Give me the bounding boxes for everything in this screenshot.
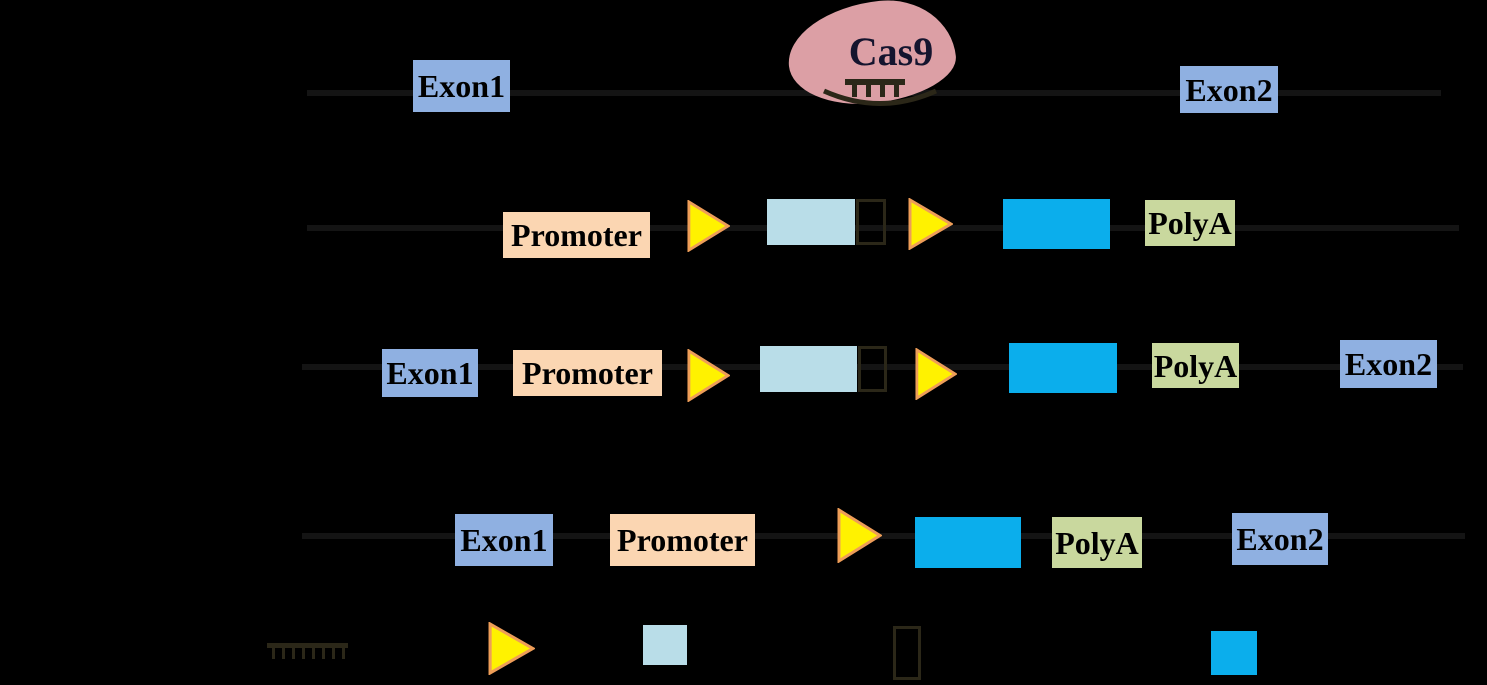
exon2-box-row3: Exon2	[1340, 340, 1437, 388]
cdna-box-row3	[1009, 343, 1117, 393]
cdna-box-row4	[915, 517, 1021, 568]
exon1-box-row1: Exon1	[413, 60, 510, 112]
polya-label: PolyA	[1055, 524, 1139, 561]
exon1-box-row4: Exon1	[455, 514, 553, 566]
cassette-box-row3	[760, 346, 857, 392]
promoter-label: Promoter	[617, 522, 748, 558]
promoter-box-row3: Promoter	[513, 350, 662, 396]
dna-line-row3	[302, 364, 1463, 370]
cassette-box-row2	[767, 199, 855, 245]
cdna-box-icon	[1211, 631, 1257, 675]
exon1-label: Exon1	[386, 355, 474, 391]
polya-label: PolyA	[1148, 205, 1232, 241]
loxp-triangle-icon	[908, 198, 953, 250]
polya-label: PolyA	[1153, 347, 1238, 384]
polya-box-row2: PolyA	[1145, 200, 1235, 246]
sgrna-comb-icon	[845, 79, 905, 98]
stop-box-icon	[893, 626, 921, 680]
exon1-label: Exon1	[417, 68, 506, 104]
sgrna-comb-icon	[267, 643, 348, 660]
loxp-triangle-icon	[915, 348, 957, 400]
exon2-box-row4: Exon2	[1232, 513, 1328, 565]
promoter-label: Promoter	[511, 217, 642, 253]
stop-box-row2	[856, 199, 886, 245]
loxp-triangle-icon	[488, 622, 535, 675]
exon1-box-row3: Exon1	[382, 349, 478, 397]
exon2-label: Exon2	[1344, 346, 1433, 382]
exon1-label: Exon1	[460, 522, 548, 558]
cas9-label: Cas9	[848, 28, 934, 74]
loxp-triangle-icon	[837, 508, 882, 563]
polya-box-row4: PolyA	[1052, 517, 1142, 568]
dna-bend-arc	[822, 88, 938, 112]
loxp-triangle-icon	[687, 349, 730, 402]
exon2-label: Exon2	[1185, 71, 1273, 108]
promoter-box-row4: Promoter	[610, 514, 755, 566]
polya-box-row3: PolyA	[1152, 343, 1239, 388]
loxp-triangle-icon	[687, 200, 730, 252]
stop-box-row3	[858, 346, 887, 392]
cassette-box-icon	[643, 625, 687, 665]
dna-line-row4	[302, 533, 1465, 539]
promoter-box-row2: Promoter	[503, 212, 650, 258]
cdna-box-row2	[1003, 199, 1110, 249]
exon2-box-row1: Exon2	[1180, 66, 1278, 113]
exon2-label: Exon2	[1236, 521, 1324, 557]
promoter-label: Promoter	[522, 355, 653, 391]
